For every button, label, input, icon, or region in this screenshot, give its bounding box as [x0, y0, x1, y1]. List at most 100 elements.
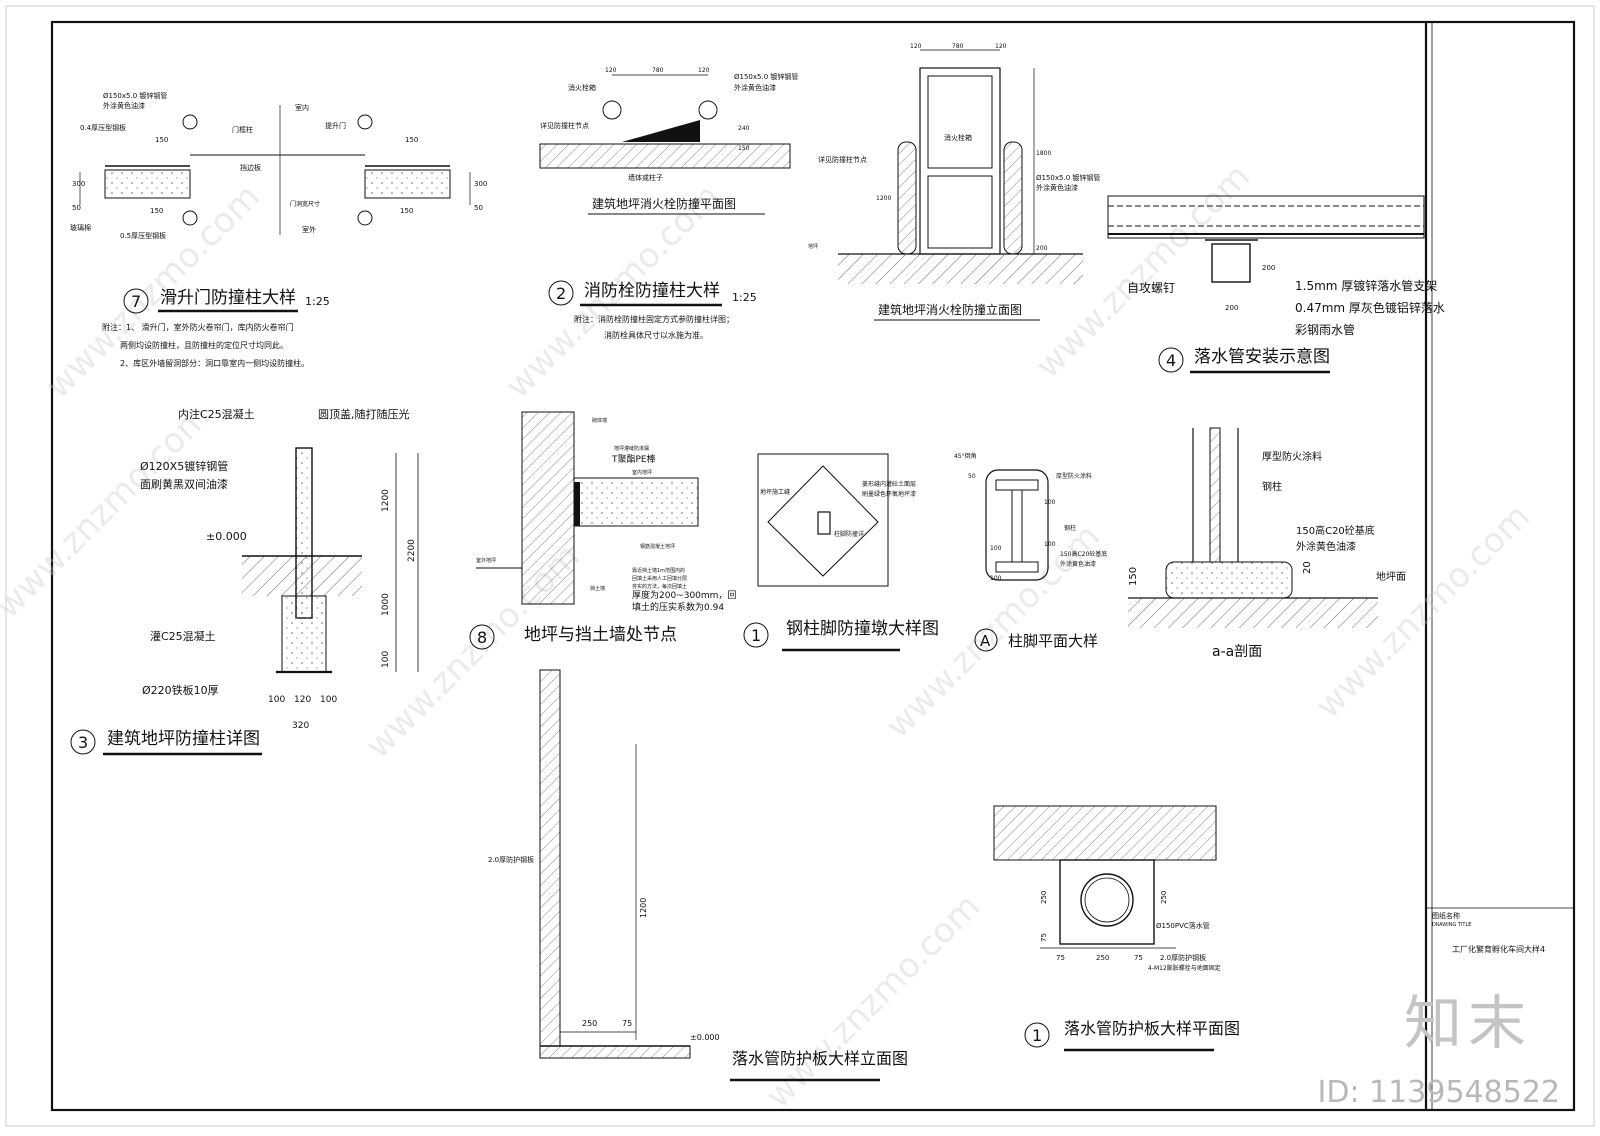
svg-text:室内: 室内: [295, 103, 309, 112]
svg-text:120: 120: [294, 695, 311, 705]
detail-8-retaining-wall: 砌体墙 地坪灌缝防渗漏 T聚酯PE棒 室内地坪 钢筋混凝土地坪 室外地坪 挡土墙…: [469, 411, 736, 650]
svg-text:厚型防火涂料: 厚型防火涂料: [1056, 472, 1092, 480]
svg-text:1.5mm 厚镀锌落水管支架: 1.5mm 厚镀锌落水管支架: [1295, 278, 1437, 293]
svg-text:Ø220铁板10厚: Ø220铁板10厚: [142, 683, 219, 697]
svg-text:地坪面: 地坪面: [1376, 570, 1406, 583]
svg-text:50: 50: [72, 204, 81, 212]
svg-text:0.47mm 厚灰色镀铝锌落水: 0.47mm 厚灰色镀铝锌落水: [1295, 300, 1445, 315]
guard-elevation-title: 落水管防护板大样立面图: [732, 1049, 908, 1068]
svg-text:120: 120: [605, 67, 617, 74]
svg-text:灌C25混凝土: 灌C25混凝土: [150, 629, 216, 643]
svg-text:钢筋混凝土地坪: 钢筋混凝土地坪: [640, 543, 675, 550]
svg-text:320: 320: [292, 721, 309, 731]
svg-text:75: 75: [1134, 954, 1143, 962]
detail-2-title: 消防栓防撞柱大样: [584, 281, 720, 301]
detail-7-title: 滑升门防撞柱大样: [160, 288, 296, 308]
svg-text:室外: 室外: [302, 225, 316, 234]
svg-text:刷墨绿色环氧地坪漆: 刷墨绿色环氧地坪漆: [862, 490, 916, 498]
svg-text:±0.000: ±0.000: [206, 530, 247, 543]
svg-text:厚型防火涂料: 厚型防火涂料: [1262, 450, 1322, 463]
elevation-title: 建筑地坪消火栓防撞立面图: [878, 302, 1022, 317]
section-a-a: 厚型防火涂料 钢柱 150高C20砼基底 外涂黄色油漆 地坪面 150 20 a…: [1128, 427, 1406, 660]
detail-3-bollard: 内注C25混凝土 圆顶盖,随打随压光 Ø120X5镀锌钢管 面刷黄黑双间油漆 ±…: [70, 407, 419, 756]
svg-text:挡土墙: 挡土墙: [590, 585, 605, 592]
svg-text:75: 75: [1040, 933, 1048, 942]
detail-4-downpipe: 200 200 自攻螺钉 1.5mm 厚镀锌落水管支架 0.47mm 厚灰色镀铝…: [1107, 195, 1445, 374]
svg-text:内注C25混凝土: 内注C25混凝土: [178, 407, 255, 421]
svg-text:75: 75: [622, 1019, 632, 1028]
svg-text:2.0厚防护钢板: 2.0厚防护钢板: [1160, 953, 1206, 962]
titleblock-label-en: DRAWING TITLE: [1432, 922, 1471, 928]
svg-text:靠近挡土墙1m范围内的: 靠近挡土墙1m范围内的: [632, 567, 685, 574]
guard-plan-title: 落水管防护板大样平面图: [1064, 1019, 1240, 1038]
downpipe-guard-plan: Ø150PVC落水管 2.0厚防护钢板 4-M12膨胀螺栓与地面固定 250 2…: [993, 805, 1240, 1052]
svg-text:Ø150x5.0 镀锌钢管: Ø150x5.0 镀锌钢管: [1036, 173, 1100, 182]
svg-text:外涂黄色油漆: 外涂黄色油漆: [1296, 540, 1356, 553]
svg-text:1000: 1000: [381, 593, 391, 616]
svg-text:地坪灌缝防渗漏: 地坪灌缝防渗漏: [614, 445, 649, 452]
svg-text:厚度为200~300mm，回: 厚度为200~300mm，回: [632, 589, 736, 601]
downpipe-guard-elevation: 2.0厚防护钢板 ±0.000 1200 250 75 落水管防护板大样立面图: [488, 669, 908, 1082]
svg-text:780: 780: [652, 67, 664, 74]
svg-text:780: 780: [952, 43, 964, 50]
svg-text:地坪: 地坪: [808, 243, 818, 250]
svg-text:0.4厚压型钢板: 0.4厚压型钢板: [80, 123, 126, 132]
outer-frame: [5, 5, 1595, 1127]
svg-text:7: 7: [131, 292, 141, 311]
svg-text:4-M12膨胀螺栓与地面固定: 4-M12膨胀螺栓与地面固定: [1148, 964, 1221, 972]
svg-text:200: 200: [1036, 245, 1048, 252]
svg-text:0.5厚压型钢板: 0.5厚压型钢板: [120, 231, 166, 240]
svg-text:室外地坪: 室外地坪: [476, 557, 496, 564]
svg-text:2、库区外墙留洞部分：洞口靠室内一侧均设防撞柱。: 2、库区外墙留洞部分：洞口靠室内一侧均设防撞柱。: [120, 358, 309, 368]
detail-1-title: 钢柱脚防撞墩大样图: [786, 619, 939, 639]
inner-frame: [50, 20, 1576, 1112]
svg-text:150高C20砼基底: 150高C20砼基底: [1060, 550, 1107, 558]
svg-text:地坪施工缝: 地坪施工缝: [760, 488, 790, 496]
svg-text:100: 100: [320, 695, 337, 705]
svg-text:柱脚防撞详: 柱脚防撞详: [834, 530, 864, 538]
svg-text:100: 100: [381, 651, 391, 668]
svg-text:外涂黄色油漆: 外涂黄色油漆: [734, 83, 776, 92]
svg-text:±0.000: ±0.000: [690, 1033, 720, 1042]
svg-text:1200: 1200: [876, 195, 891, 202]
svg-text:圆顶盖,随打随压光: 圆顶盖,随打随压光: [318, 407, 410, 421]
watermark-logo: 知末: [1403, 989, 1532, 1057]
svg-text:50: 50: [474, 204, 483, 212]
svg-text:门框柱: 门框柱: [232, 125, 253, 134]
detail-3-title: 建筑地坪防撞柱详图: [107, 729, 260, 749]
svg-text:1200: 1200: [381, 489, 391, 512]
svg-text:钢柱: 钢柱: [1262, 480, 1282, 493]
detail-a-title: 柱脚平面大样: [1008, 632, 1098, 650]
svg-text:250: 250: [1040, 891, 1048, 904]
svg-text:填土的压实系数为0.94: 填土的压实系数为0.94: [632, 601, 724, 613]
svg-text:砌体墙: 砌体墙: [592, 417, 607, 424]
svg-text:详见防撞柱节点: 详见防撞柱节点: [540, 121, 589, 130]
svg-text:A: A: [980, 632, 991, 650]
titleblock-label: 图纸名称: [1432, 911, 1460, 920]
svg-text:200: 200: [1225, 304, 1238, 312]
detail-7-sliding-door: Ø150x5.0 镀锌钢管 外涂黄色油漆 0.4厚压型钢板 玻璃棉 0.5厚压型…: [70, 91, 487, 368]
svg-text:100: 100: [990, 545, 1002, 552]
svg-text:消火栓箱: 消火栓箱: [944, 133, 972, 142]
svg-text:100: 100: [268, 695, 285, 705]
svg-text:2: 2: [556, 284, 566, 303]
svg-text:75: 75: [1056, 954, 1065, 962]
svg-text:www.znzmo.com: www.znzmo.com: [758, 886, 988, 1116]
svg-text:附注：消防栓防撞柱固定方式参防撞柱详图；: 附注：消防栓防撞柱固定方式参防撞柱详图；: [574, 314, 734, 324]
watermark-id: ID: 1139548522: [1317, 1075, 1560, 1110]
svg-text:50: 50: [968, 473, 976, 480]
svg-text:消防栓具体尺寸以水施为准。: 消防栓具体尺寸以水施为准。: [604, 330, 708, 340]
svg-text:3: 3: [78, 733, 88, 752]
svg-text:1:25: 1:25: [732, 291, 757, 304]
svg-text:彩钢雨水管: 彩钢雨水管: [1295, 322, 1355, 337]
svg-text:45°倒角: 45°倒角: [954, 452, 977, 460]
svg-text:250: 250: [1096, 954, 1109, 962]
svg-text:4: 4: [1166, 351, 1176, 370]
svg-text:150: 150: [155, 136, 168, 144]
detail-4-title: 落水管安装示意图: [1194, 347, 1330, 367]
svg-text:200: 200: [1262, 264, 1275, 272]
svg-text:玻璃棉: 玻璃棉: [70, 223, 91, 232]
svg-text:Ø150x5.0 镀锌钢管: Ø150x5.0 镀锌钢管: [103, 91, 167, 100]
